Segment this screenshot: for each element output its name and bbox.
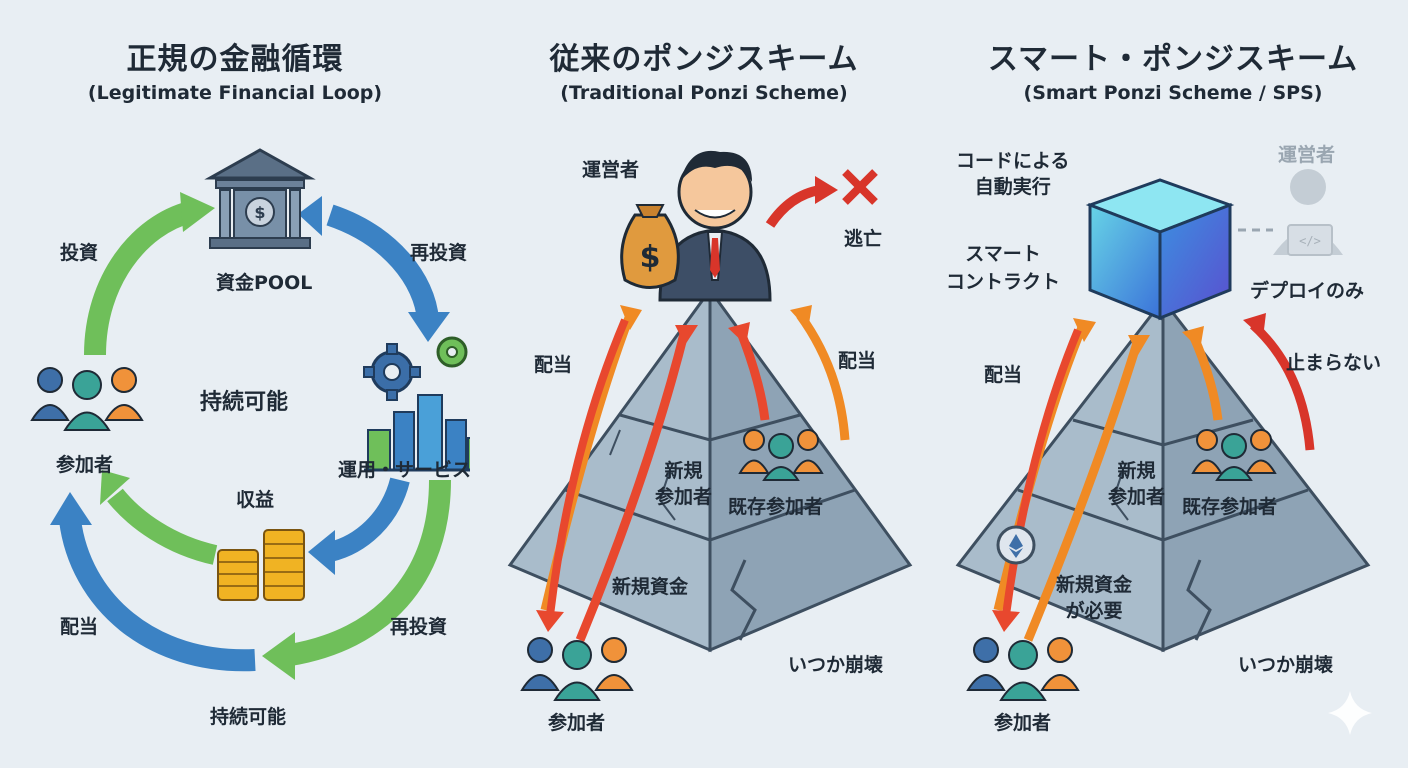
sustainable-bottom-label: 持続可能: [210, 706, 287, 728]
deploy-only-label: デプロイのみ: [1250, 280, 1365, 302]
new-funds-needed-label: 新規資金 が必要: [1056, 574, 1133, 622]
existing-participants-icon: [738, 429, 824, 481]
dividend-arrow: [50, 492, 256, 672]
smart-subtitle: (Smart Ponzi Scheme / SPS): [1023, 82, 1323, 104]
existing-participants-icon: [1191, 429, 1277, 481]
payout-down-arrow: [992, 328, 1082, 632]
legit-diagram: $: [30, 148, 470, 680]
dividend-label: 配当: [984, 364, 1023, 386]
invest-label: 投資: [60, 242, 99, 264]
code-exec-label: コードによる 自動実行: [956, 150, 1070, 198]
operator-label: 運営者: [582, 159, 640, 181]
participants-label: 参加者: [548, 712, 606, 734]
x-mark-icon: [842, 169, 878, 205]
developer-icon: </>: [1273, 169, 1343, 256]
legit-subtitle: (Legitimate Financial Loop): [87, 82, 383, 104]
operator-figure: [658, 150, 772, 302]
participants-label: 参加者: [994, 712, 1052, 734]
collapse-label: いつか崩壊: [788, 654, 884, 676]
coin-stack-icon: [217, 529, 305, 601]
existing-participants-label: 既存参加者: [1182, 496, 1278, 518]
dividend-right-label: 配当: [838, 350, 877, 372]
smart-contract-label: スマート コントラクト: [946, 243, 1061, 293]
new-participants-label: 新規 参加者: [1108, 460, 1166, 508]
traditional-subtitle: (Traditional Ponzi Scheme): [560, 82, 848, 104]
revenue-label: 収益: [236, 489, 275, 511]
people-icon: [966, 637, 1080, 701]
traditional-title: 従来のポンジスキーム: [549, 42, 859, 77]
collapse-label: いつか崩壊: [1238, 654, 1334, 676]
gear-icon: [363, 343, 421, 401]
gear-small-icon: [436, 336, 468, 368]
escape-arrow: [765, 176, 838, 228]
reinvest-top-label: 再投資: [410, 242, 468, 264]
reinvest-bottom-arrow: [262, 479, 451, 680]
payout-down-arrow: [536, 318, 629, 632]
unstoppable-label: 止まらない: [1286, 352, 1382, 374]
new-participants-label: 新規 参加者: [655, 460, 713, 508]
legit-panel: 正規の金融循環 (Legitimate Financial Loop): [0, 0, 472, 768]
reinvest-top-arrow: [298, 196, 450, 342]
operations-to-coins-arrow: [308, 477, 410, 575]
operator-label: 運営者: [1278, 144, 1336, 166]
reinvest-bottom-label: 再投資: [390, 616, 448, 638]
city-icon: [364, 394, 470, 472]
dividend-label: 配当: [60, 616, 99, 638]
people-icon: [30, 367, 144, 431]
money-bag-icon: $: [620, 204, 680, 289]
cube-icon: [1085, 178, 1235, 321]
smart-panel: スマート・ポンジスキーム (Smart Ponzi Scheme / SPS): [938, 0, 1408, 768]
legit-title: 正規の金融循環: [126, 42, 344, 77]
existing-participants-label: 既存参加者: [728, 496, 824, 518]
svg-text:$: $: [640, 240, 661, 275]
svg-text:$: $: [254, 203, 265, 222]
ethereum-icon: [996, 525, 1036, 565]
revenue-arrow: [100, 470, 218, 565]
smart-diagram: </>: [955, 169, 1372, 735]
sustainable-center-label: 持続可能: [200, 390, 289, 415]
bank-icon: $: [204, 148, 316, 249]
new-funds-label: 新規資金: [612, 576, 689, 598]
traditional-panel: 従来のポンジスキーム (Traditional Ponzi Scheme): [470, 0, 938, 768]
smart-title: スマート・ポンジスキーム: [987, 42, 1359, 77]
pool-label: 資金POOL: [216, 272, 313, 294]
svg-text:</>: </>: [1299, 234, 1321, 248]
operations-label: 運用・サービス: [338, 459, 472, 481]
sparkle-icon: [1328, 691, 1372, 735]
people-icon: [520, 637, 634, 701]
dividend-left-label: 配当: [534, 354, 573, 376]
invest-arrow: [84, 192, 215, 356]
escape-label: 逃亡: [844, 228, 883, 250]
participants-label: 参加者: [56, 454, 114, 476]
traditional-diagram: $: [507, 150, 913, 701]
